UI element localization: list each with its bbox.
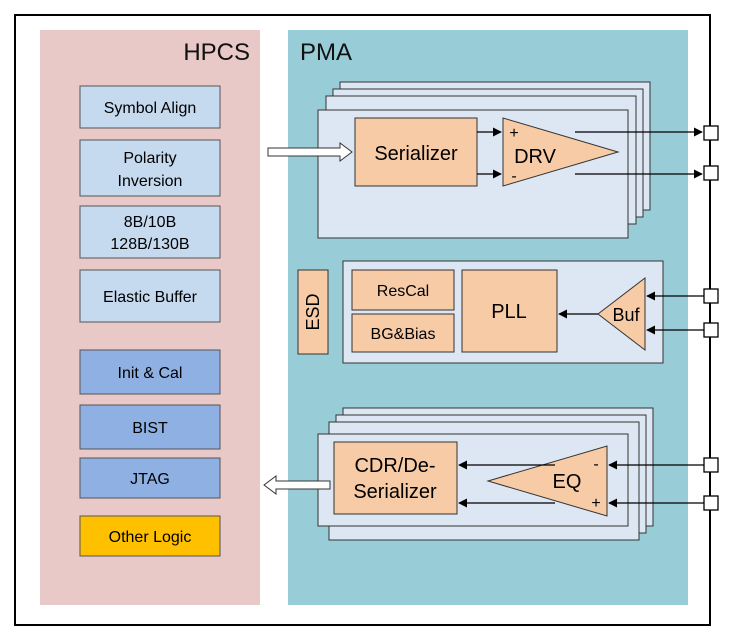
hpcs-title: HPCS bbox=[183, 39, 250, 66]
symbol-align-label: Symbol Align bbox=[104, 100, 197, 117]
other-logic-label: Other Logic bbox=[109, 529, 192, 546]
refclk-p-pad bbox=[703, 288, 719, 304]
elastic-buffer-label: Elastic Buffer bbox=[103, 289, 198, 306]
eq-equalizer: EQ - + bbox=[486, 445, 608, 517]
serializer-block: Serializer bbox=[354, 117, 478, 187]
buf-buffer: Buf bbox=[597, 276, 646, 352]
esd-block: ESD bbox=[297, 269, 329, 355]
eq-label: EQ bbox=[553, 471, 582, 493]
other-logic-block: Other Logic bbox=[79, 515, 221, 557]
hpcs-to-serializer-arrow bbox=[267, 142, 353, 162]
polarity-label-line2: Inversion bbox=[118, 173, 183, 190]
init-cal-label: Init & Cal bbox=[118, 365, 183, 382]
eq-minus-sign: - bbox=[593, 456, 598, 473]
cdr-label-line2: Serializer bbox=[353, 481, 437, 503]
elastic-buffer-block: Elastic Buffer bbox=[79, 269, 221, 323]
jtag-block: JTAG bbox=[79, 457, 221, 499]
cdr-label-line1: CDR/De- bbox=[354, 455, 435, 477]
serializer-label: Serializer bbox=[374, 143, 458, 165]
bist-block: BIST bbox=[79, 404, 221, 450]
coding-label-line2: 128B/130B bbox=[110, 236, 189, 253]
cdr-to-hpcs-arrow bbox=[263, 475, 331, 495]
rx-n-pad bbox=[703, 457, 719, 473]
rx-p-pad bbox=[703, 495, 719, 511]
buf-label: Buf bbox=[612, 305, 640, 325]
pma-title: PMA bbox=[300, 39, 352, 66]
tx-n-pad bbox=[703, 165, 719, 181]
coding-block: 8B/10B 128B/130B bbox=[79, 205, 221, 259]
rescal-block: ResCal bbox=[351, 269, 455, 311]
coding-label-line1: 8B/10B bbox=[124, 214, 176, 231]
jtag-label: JTAG bbox=[130, 471, 170, 488]
refclk-n-pad bbox=[703, 322, 719, 338]
pll-block: PLL bbox=[461, 269, 558, 353]
eq-plus-sign: + bbox=[591, 495, 600, 512]
rescal-label: ResCal bbox=[377, 283, 429, 300]
drv-plus-sign: + bbox=[509, 125, 518, 142]
symbol-align-block: Symbol Align bbox=[79, 85, 221, 129]
bg-bias-block: BG&Bias bbox=[351, 313, 455, 353]
pll-label: PLL bbox=[491, 301, 527, 323]
drv-label: DRV bbox=[514, 146, 557, 168]
drv-driver: DRV + - bbox=[502, 117, 620, 187]
drv-minus-sign: - bbox=[511, 168, 516, 185]
cdr-deserializer-block: CDR/De- Serializer bbox=[333, 441, 458, 515]
init-cal-block: Init & Cal bbox=[79, 349, 221, 395]
polarity-label-line1: Polarity bbox=[123, 150, 176, 167]
bist-label: BIST bbox=[132, 420, 168, 437]
polarity-inversion-block: Polarity Inversion bbox=[79, 139, 221, 197]
esd-label: ESD bbox=[303, 293, 323, 330]
bg-bias-label: BG&Bias bbox=[371, 326, 436, 343]
tx-p-pad bbox=[703, 125, 719, 141]
